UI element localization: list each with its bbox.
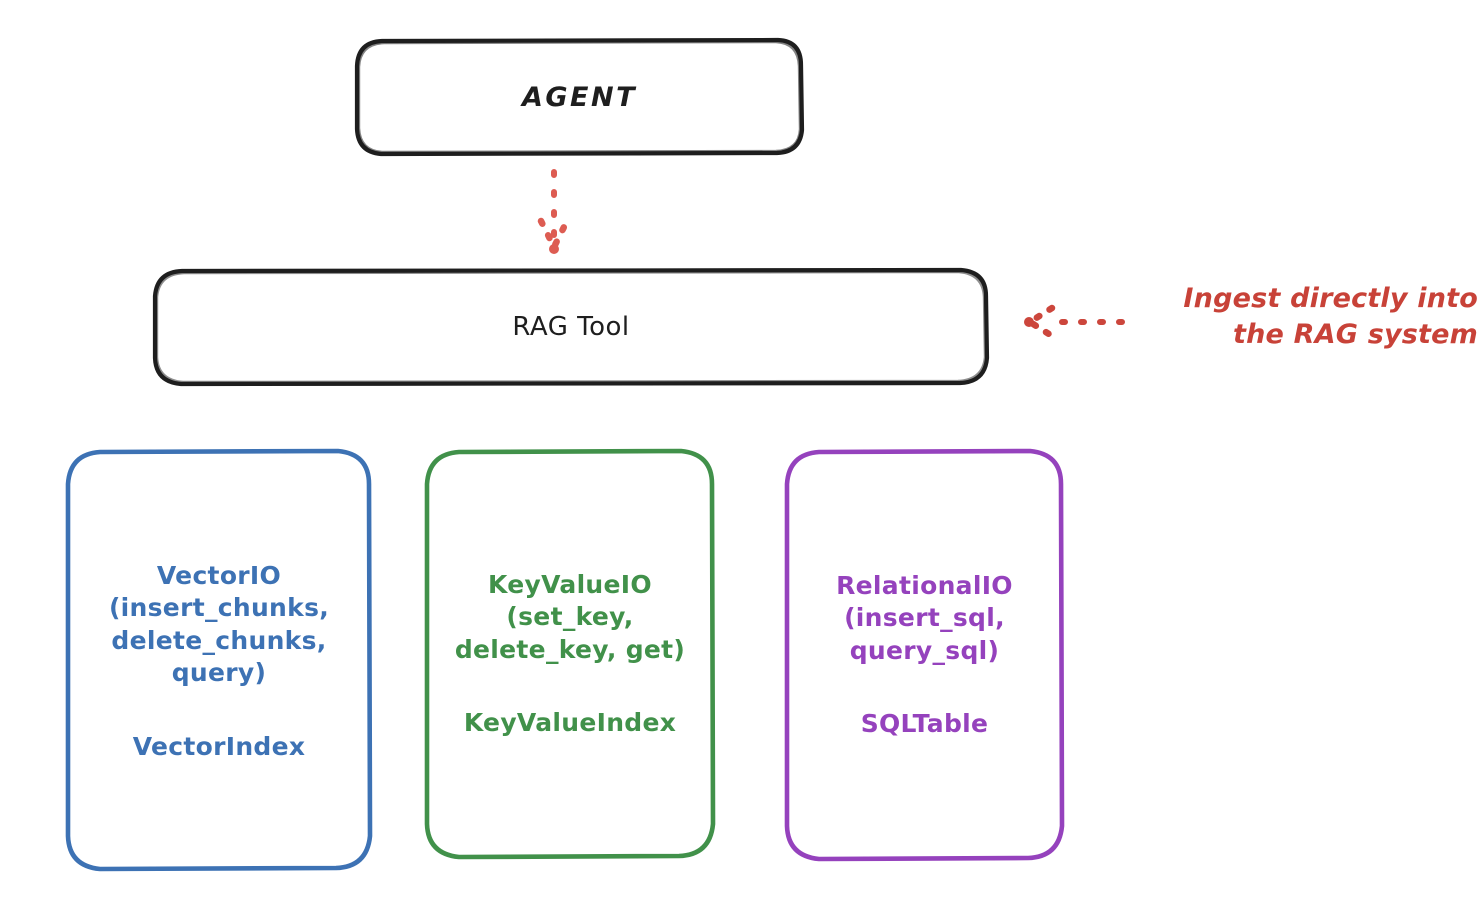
rag-tool-label: RAG Tool [512, 312, 630, 342]
key-value-index-label: KeyValueIndex [463, 708, 677, 738]
agent-node[interactable]: AGENT [357, 40, 802, 154]
relational-io-api-label: RelationalIO (insert_sql, query_sql) [836, 570, 1013, 665]
vector-io-node[interactable]: VectorIO (insert_chunks, delete_chunks, … [68, 450, 370, 870]
connector-agent-to-rag-tool [537, 169, 571, 254]
agent-label: AGENT [521, 81, 637, 113]
vector-io-api-label: VectorIO (insert_chunks, delete_chunks, … [108, 560, 330, 688]
sql-table-label: SQLTable [860, 709, 989, 739]
key-value-io-api-label: KeyValueIO (set_key, delete_key, get) [454, 569, 686, 664]
vector-index-label: VectorIndex [132, 731, 306, 761]
rag-tool-node[interactable]: RAG Tool [155, 270, 987, 384]
key-value-io-node[interactable]: KeyValueIO (set_key, delete_key, get) Ke… [427, 450, 713, 856]
connector-ingest-to-rag-tool [1024, 304, 1125, 340]
relational-io-node[interactable]: RelationalIO (insert_sql, query_sql) SQL… [787, 450, 1062, 858]
ingest-annotation-text: Ingest directly into the RAG system [1183, 283, 1478, 350]
